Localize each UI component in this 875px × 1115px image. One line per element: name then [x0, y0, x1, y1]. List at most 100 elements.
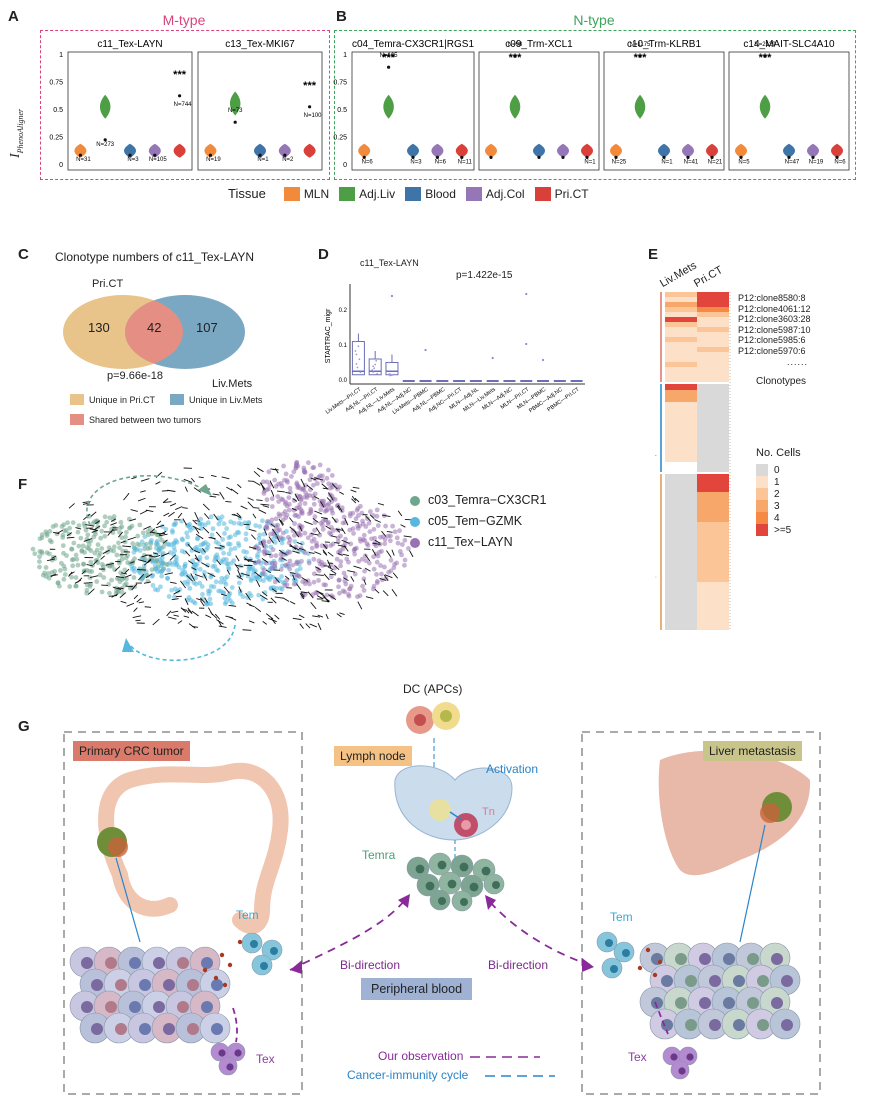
velocity-arrow	[322, 487, 329, 490]
outlier-point	[308, 105, 312, 109]
tn-label: Tn	[482, 806, 495, 818]
n-type-title: N-type	[573, 12, 615, 28]
violin-shape	[303, 143, 316, 158]
cell-point	[123, 529, 129, 535]
cell-point	[75, 562, 81, 568]
legend-observation-label: Our observation	[378, 1049, 464, 1063]
cell-point	[273, 553, 279, 559]
tem-to-tex-right-arrow	[654, 1001, 669, 1035]
velocity-arrow	[143, 558, 151, 566]
cell-point	[119, 556, 125, 562]
venn-legend-swatch	[170, 394, 184, 405]
cell-point	[302, 501, 308, 506]
outlier-point	[78, 153, 82, 157]
velocity-arrow	[91, 529, 99, 533]
cell-point	[269, 517, 275, 523]
n-count-label: N=98	[508, 42, 523, 48]
velocity-arrow	[136, 597, 142, 603]
velocity-arrow	[110, 518, 117, 522]
tem-right-cells	[596, 931, 635, 979]
nucleus-icon	[81, 957, 93, 969]
velocity-arrow	[381, 530, 387, 537]
velocity-arrow	[184, 598, 189, 606]
heat-legend-swatch	[756, 488, 768, 500]
cell-point	[190, 558, 195, 564]
tissue-legend-item: MLN	[283, 186, 329, 201]
cell-point	[36, 559, 42, 565]
velocity-arrow	[330, 569, 337, 575]
cell-point	[386, 569, 391, 575]
velocity-arrow	[336, 613, 342, 618]
cell-point	[323, 543, 329, 549]
clone-dots: ......	[787, 357, 809, 367]
nucleus-icon	[771, 997, 783, 1009]
cell-point	[378, 563, 383, 568]
velocity-arrow	[187, 607, 193, 614]
heat-cell	[665, 292, 697, 297]
jitter-point	[357, 345, 360, 348]
outlier-point	[283, 153, 287, 157]
velocity-arrow	[256, 579, 261, 588]
box	[385, 362, 399, 376]
velocity-arrow	[292, 617, 302, 621]
cell-point	[180, 571, 185, 577]
nucleus-icon	[733, 1019, 745, 1031]
velocity-arrow	[344, 518, 349, 526]
cell-point	[131, 549, 137, 555]
nucleus-icon	[163, 1023, 175, 1035]
velocity-arrow	[221, 476, 230, 480]
panel-letter-g: G	[18, 718, 30, 735]
cell-point	[299, 486, 305, 492]
velocity-arrow	[409, 550, 414, 558]
velocity-arrow	[183, 478, 193, 483]
cell-point	[360, 521, 366, 527]
outlier-point	[411, 155, 415, 159]
velocity-arrow	[365, 596, 374, 600]
tem-right-label: Tem	[610, 910, 633, 924]
velocity-arrow	[278, 518, 284, 526]
boxplot-subtitle: c11_Tex-LAYN	[360, 258, 419, 268]
violin-shape	[124, 143, 136, 158]
cell-point	[182, 580, 187, 585]
heat-cell	[665, 384, 697, 390]
cell-point	[392, 529, 398, 535]
velocity-arrow	[89, 575, 99, 579]
cell-point	[141, 542, 147, 548]
cell-point	[119, 535, 125, 541]
cell-point	[172, 594, 177, 600]
velocity-arrow	[364, 567, 371, 572]
nucleus-icon	[438, 897, 446, 905]
velocity-arrow	[306, 484, 314, 491]
cell-point	[115, 589, 121, 595]
peripheral-blood-label: Peripheral blood	[361, 978, 473, 1000]
cell-point	[71, 540, 77, 546]
velocity-arrow	[214, 613, 221, 620]
cell-point	[312, 491, 318, 497]
cell-point	[266, 539, 272, 545]
heat-legend-label: 2	[774, 488, 780, 500]
cell-point	[380, 534, 386, 540]
cluster-label: c03_Temra−CX3CR1	[428, 493, 547, 507]
velocity-arrow	[392, 572, 399, 579]
nucleus-icon	[661, 1019, 673, 1031]
cell-point	[135, 541, 140, 547]
nucleus-icon	[115, 979, 127, 991]
velocity-arrow	[309, 623, 317, 628]
cell-point	[224, 557, 229, 562]
velocity-arrow	[217, 620, 223, 628]
velocity-arrow	[317, 614, 324, 618]
cell-point	[305, 535, 311, 541]
boxplot-pvalue: p=1.422e-15	[456, 270, 513, 281]
nucleus-icon	[115, 1023, 127, 1035]
n-count-label: N=3	[127, 157, 139, 163]
cell-point	[85, 532, 91, 538]
cell-point	[346, 593, 352, 599]
cell-point	[114, 552, 120, 558]
cell-point	[65, 520, 70, 526]
velocity-arrow	[331, 483, 338, 490]
cell-point	[290, 562, 296, 568]
velocity-arrow	[93, 559, 98, 565]
jitter-point	[354, 340, 357, 343]
cell-point	[289, 474, 294, 479]
cell-point	[347, 527, 353, 533]
